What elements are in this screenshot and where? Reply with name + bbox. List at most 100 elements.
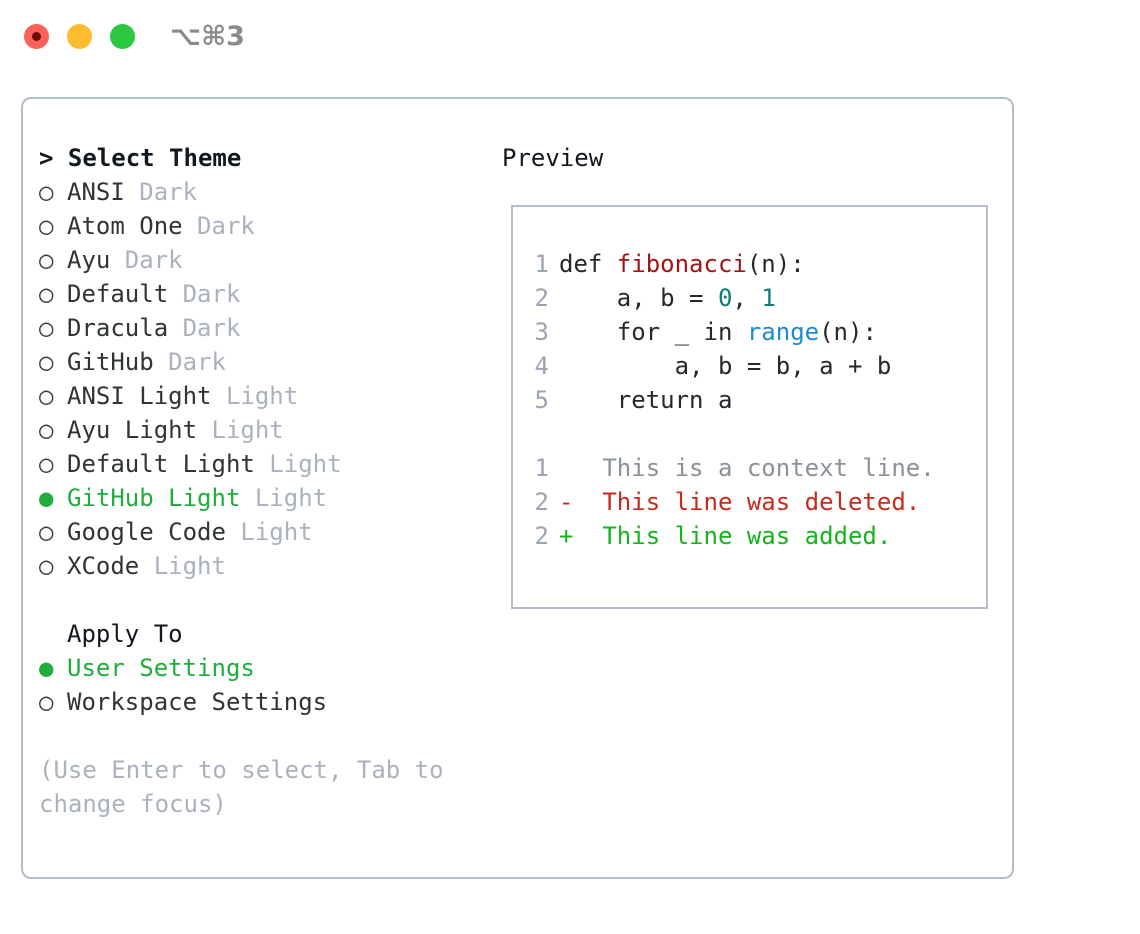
theme-list-item[interactable]: ○ Google Code Light [39,515,479,549]
preview-heading: Preview [502,144,604,172]
apply-to-label: Workspace Settings [67,688,328,716]
radio-unselected-icon: ○ [39,518,54,546]
code-diff-spacer [523,417,935,451]
diff-text: - This line was deleted. [559,488,921,516]
theme-name: Default [67,280,183,308]
theme-name: ANSI [67,178,140,206]
line-number: 5 [534,386,549,414]
line-number: 1 [534,250,549,278]
theme-name: Atom One [67,212,198,240]
theme-variant-tag: Dark [139,178,198,206]
theme-list-item[interactable]: ○ GitHub Dark [39,345,479,379]
close-button[interactable] [24,24,49,49]
radio-unselected-icon: ○ [39,246,54,274]
radio-unselected-icon: ○ [39,552,54,580]
radio-unselected-icon: ○ [39,416,54,444]
apply-to-label: User Settings [67,654,255,682]
code-line: 5 return a [523,383,935,417]
theme-list-item[interactable]: ○ Default Light Light [39,447,479,481]
radio-unselected-icon: ○ [39,178,54,206]
radio-unselected-icon: ○ [39,450,54,478]
theme-name: GitHub Light [67,484,255,512]
theme-name: Default Light [67,450,270,478]
diff-line: 1 This is a context line. [523,451,935,485]
theme-list-item[interactable]: ○ Atom One Dark [39,209,479,243]
code-token: a, b = b, a + b [559,352,892,380]
apply-to-heading: Apply To [67,620,183,648]
radio-unselected-icon: ○ [39,212,54,240]
diff-text: This is a context line. [559,454,935,482]
theme-variant-tag: Light [225,382,299,410]
theme-variant-tag: Light [153,552,226,580]
theme-list-item[interactable]: ○ XCode Light [39,549,479,583]
theme-name: Dracula [67,314,183,342]
theme-variant-tag: Dark [168,348,226,376]
apply-to-option[interactable]: ○ Workspace Settings [39,685,479,719]
theme-variant-tag: Dark [182,280,241,308]
theme-name: XCode [67,552,154,580]
theme-list-item[interactable]: ○ Ayu Dark [39,243,479,277]
theme-list: ○ ANSI Dark ○ Atom One Dark ○ Ayu Dark ○ Defaul… [39,175,479,583]
code-token: 0 [717,284,733,312]
theme-variant-tag: Light [211,416,284,444]
theme-list-item[interactable]: ○ ANSI Light Light [39,379,479,413]
select-theme-heading: > Select Theme [39,144,242,172]
theme-name: ANSI Light [67,382,226,410]
code-token: a, b = [559,284,718,312]
apply-to-option[interactable]: ●User Settings [39,651,479,685]
theme-name: Ayu [67,246,125,274]
maximize-button[interactable] [110,24,135,49]
code-token: , [732,284,762,312]
line-number: 3 [534,318,549,346]
theme-list-item[interactable]: ○ Default Dark [39,277,479,311]
radio-unselected-icon: ○ [39,382,54,410]
code-line: 4 a, b = b, a + b [523,349,935,383]
theme-variant-tag: Light [240,518,313,546]
theme-variant-tag: Light [269,450,342,478]
line-number: 2 [534,488,549,516]
code-token: fibonacci [616,250,747,278]
code-token: return a [559,386,733,414]
theme-list-item[interactable]: ○ Ayu Light Light [39,413,479,447]
line-number: 2 [534,284,549,312]
code-line: 2 a, b = 0, 1 [523,281,935,315]
theme-variant-tag: Dark [197,212,255,240]
diff-sample: 1 This is a context line. 2 - This line wa… [523,451,935,553]
theme-list-item[interactable]: ● GitHub Light Light [39,481,479,515]
theme-selector-panel: > Select Theme ○ANSI Dark○Atom One Dark○… [21,97,1014,879]
theme-variant-tag: Light [254,484,328,512]
apply-to-options: ●User Settings ○ Workspace Settings [39,651,479,719]
radio-selected-icon: ● [39,484,54,512]
code-token: (n): [819,318,877,346]
theme-name: GitHub [67,348,169,376]
theme-list-item[interactable]: ○ Dracula Dark [39,311,479,345]
theme-variant-tag: Dark [182,314,241,342]
theme-list-item[interactable]: ○ ANSI Dark [39,175,479,209]
theme-list-column: > Select Theme ○ANSI Dark○Atom One Dark○… [39,141,479,821]
title-bar: ⌥⌘3 [0,0,1140,78]
diff-line: 2 - This line was deleted. [523,485,935,519]
line-number: 1 [534,454,549,482]
traffic-lights [24,24,135,49]
minimize-button[interactable] [67,24,92,49]
radio-unselected-icon: ○ [39,348,54,376]
radio-unselected-icon: ○ [39,314,54,342]
theme-name: Ayu Light [67,416,212,444]
code-line: 1 def fibonacci(n): [523,247,935,281]
code-token: def [559,250,617,278]
keyboard-shortcut-label: ⌥⌘3 [170,21,245,52]
code-token: (n): [746,250,805,278]
radio-unselected-icon: ○ [39,688,54,716]
code-token: 1 [761,284,776,312]
theme-name: Google Code [67,518,241,546]
code-line: 3 for _ in range(n): [523,315,935,349]
code-token: for _ in [559,318,747,346]
line-number: 2 [534,522,549,550]
theme-variant-tag: Dark [124,246,183,274]
radio-unselected-icon: ○ [39,280,54,308]
